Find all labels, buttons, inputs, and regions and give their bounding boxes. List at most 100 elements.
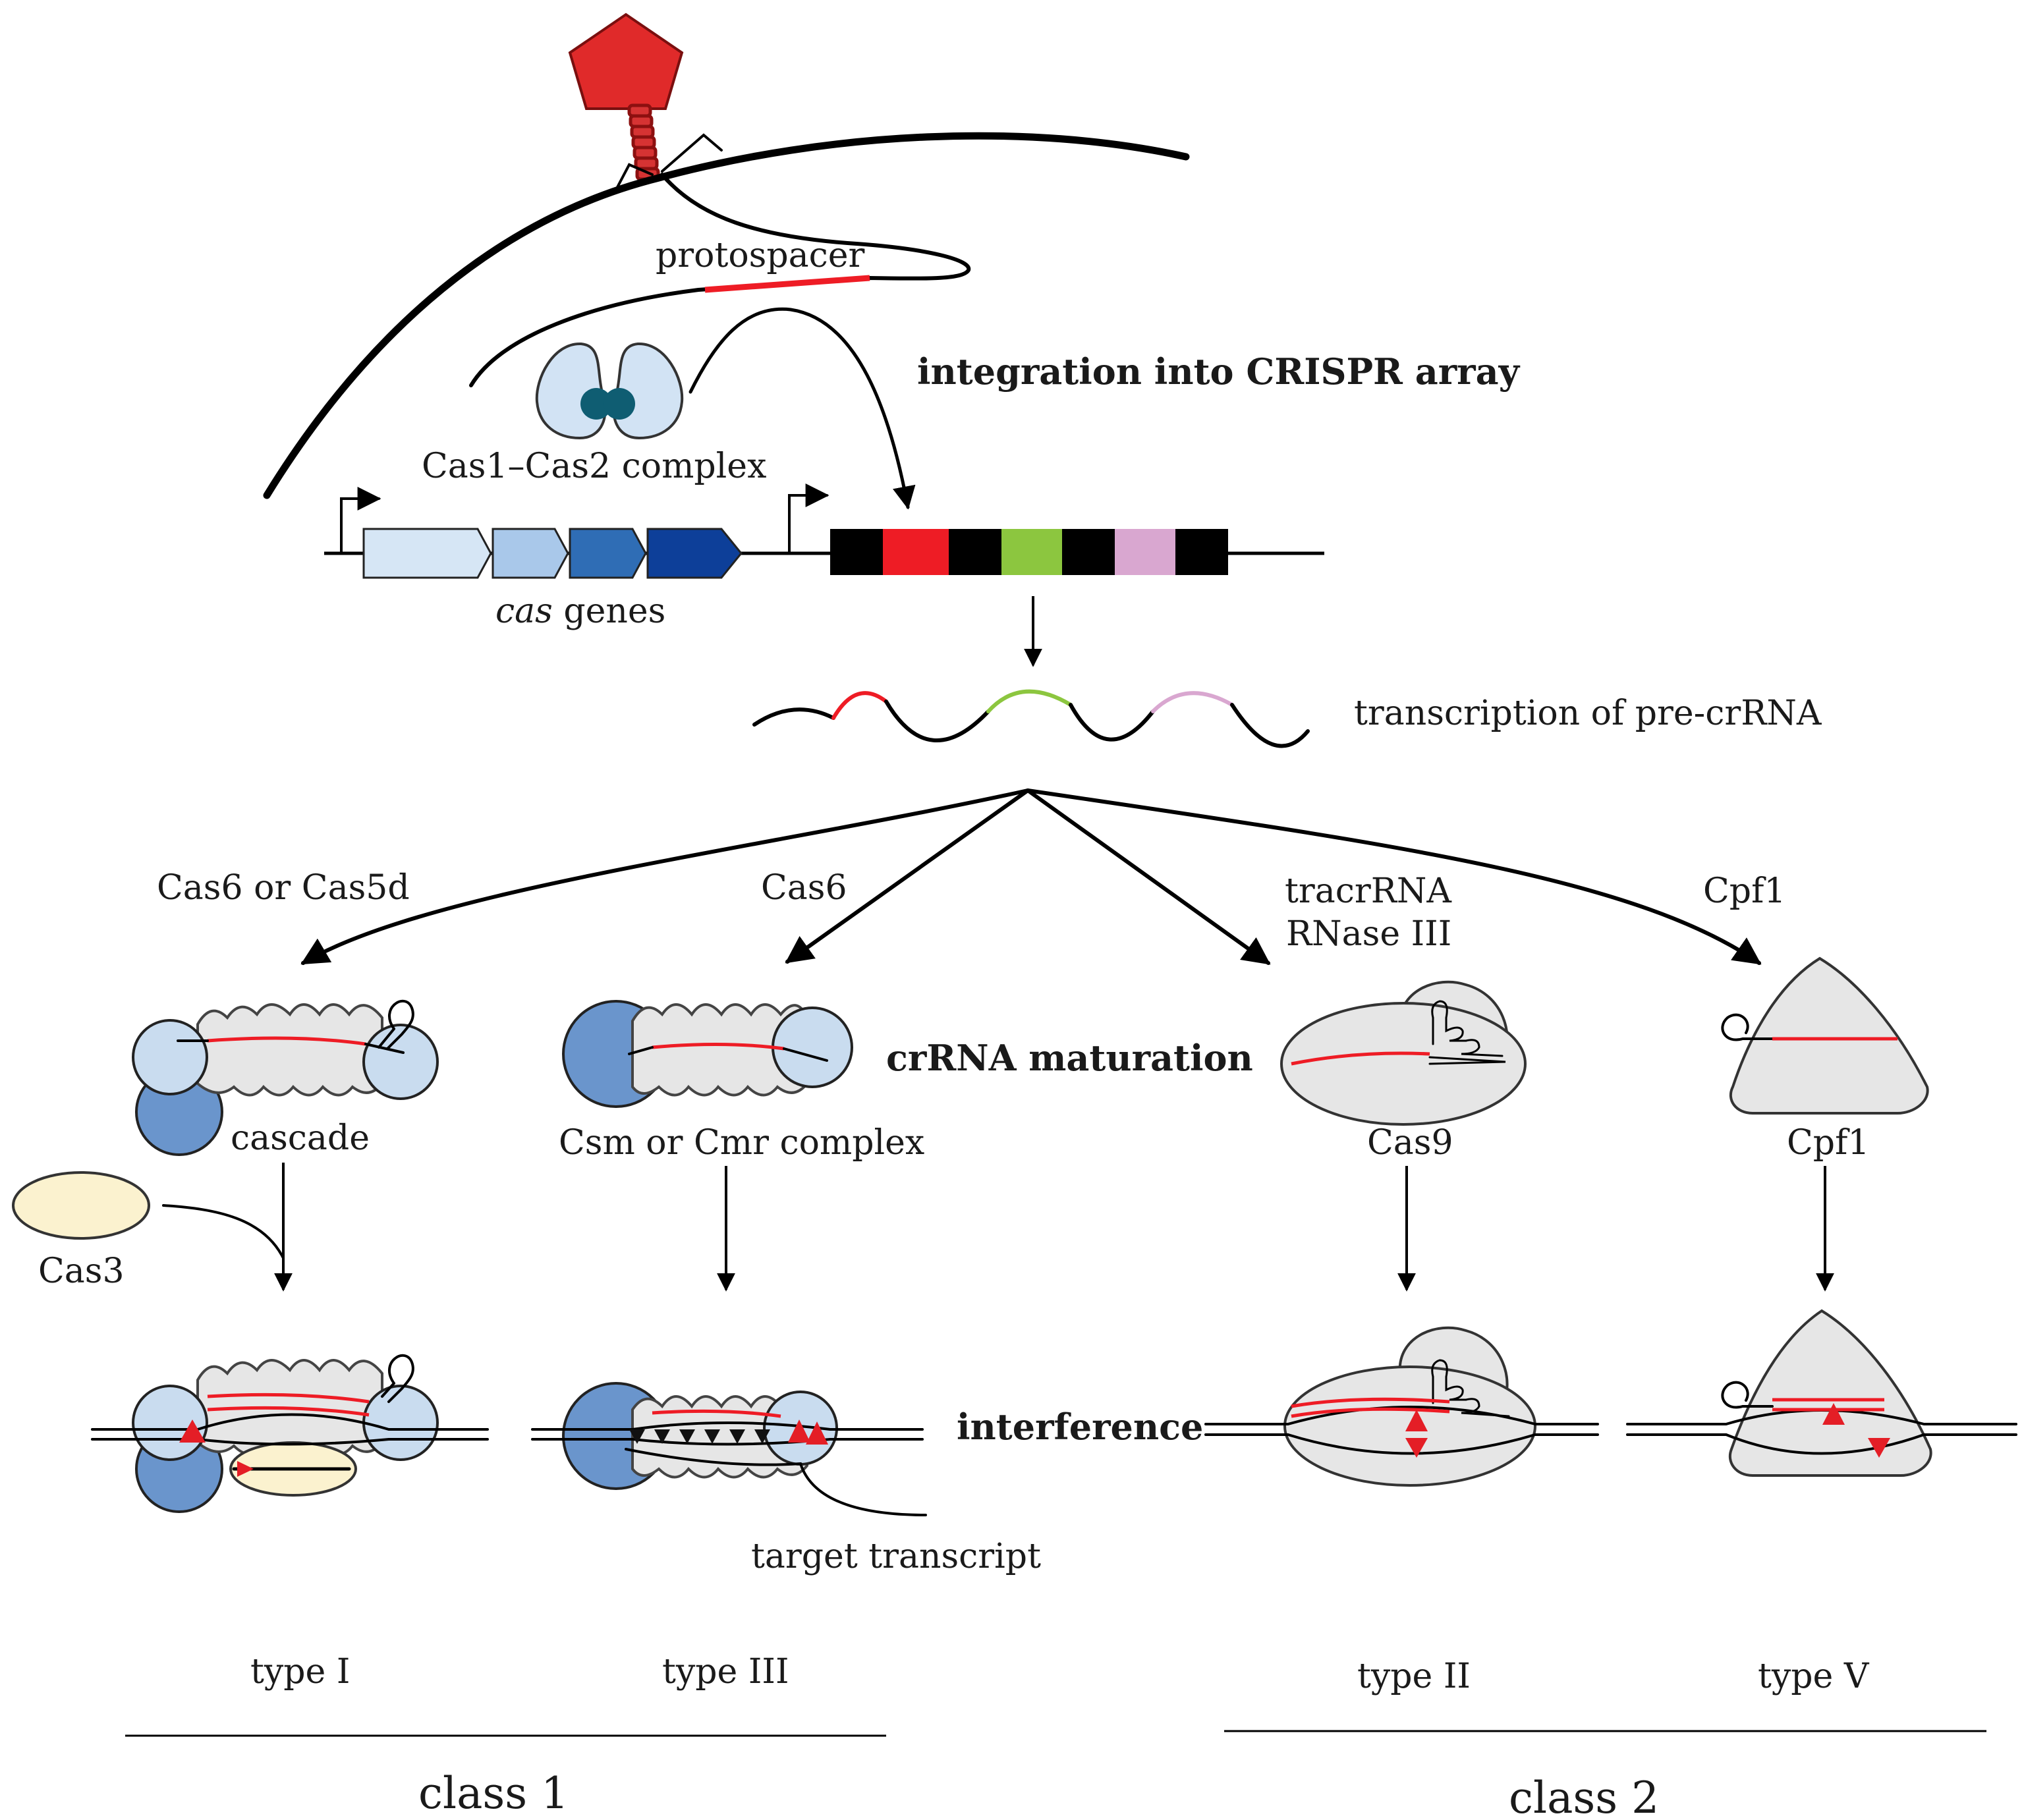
csm-cmr-crrna-ends xyxy=(628,1046,828,1062)
cas1-cas2-complex xyxy=(535,342,684,440)
processing-label-type-v: Cpf1 xyxy=(1703,871,1785,911)
cascade-crrna-ends xyxy=(177,1039,405,1054)
interference-label: interference xyxy=(957,1406,1203,1448)
protospacer-segment xyxy=(704,275,870,293)
csm-cmr-crrna xyxy=(652,1042,785,1051)
cascade-hairpin xyxy=(381,1354,414,1403)
cas-gene-3 xyxy=(569,528,647,579)
cas3-label: Cas3 xyxy=(38,1252,125,1291)
cas-gene-1 xyxy=(362,528,492,579)
cas9-crrna xyxy=(1291,1397,1450,1418)
transcription-label: transcription of pre-crRNA xyxy=(1354,694,1822,733)
cas-genes xyxy=(362,528,743,579)
crispr-repeat xyxy=(949,529,1001,575)
integration-arrow xyxy=(689,307,916,510)
target-transcript-label: target transcript xyxy=(751,1537,1041,1576)
cascade-hairpin xyxy=(378,999,414,1050)
cell-membrane xyxy=(263,132,1190,499)
branch-arrow-type-iii xyxy=(785,788,1030,964)
processing-label-type-iii: Cas6 xyxy=(761,868,847,908)
cpf1-crrna-handle xyxy=(1721,1381,1774,1409)
csm-cmr-right-subunit xyxy=(772,1007,853,1088)
cascade-label: cascade xyxy=(231,1118,370,1158)
cascade-complex xyxy=(132,999,439,1156)
phage xyxy=(568,13,723,191)
cas9-nuc-lobe xyxy=(1280,1002,1527,1126)
rna-cleavage-sites xyxy=(629,1429,770,1444)
csm-cmr-interference xyxy=(531,1382,927,1516)
crispr-spacer-pink xyxy=(1115,529,1175,575)
processing-label-type-ii-a: tracrRNA xyxy=(1285,871,1452,911)
class-2-label: class 2 xyxy=(1509,1773,1659,1820)
cas3-cleavage-icon xyxy=(237,1461,254,1477)
cascade-right-subunit xyxy=(362,1385,439,1461)
phage-head xyxy=(568,13,684,110)
processing-label-type-i: Cas6 or Cas5d xyxy=(157,868,410,908)
csm-cmr-crrna xyxy=(652,1409,781,1418)
pre-crrna xyxy=(752,689,1310,748)
crispr-repeat xyxy=(830,529,883,575)
cas-gene-4 xyxy=(646,528,743,579)
cas-gene-2 xyxy=(492,528,569,579)
cleavage-site-icon xyxy=(1868,1438,1890,1458)
injected-dna xyxy=(469,173,971,387)
target-transcript-rna xyxy=(625,1448,927,1516)
cas9-tracrrna xyxy=(1431,1359,1510,1418)
cas-genes-label: cas genes xyxy=(495,592,665,631)
dna-duplex xyxy=(1204,1406,1599,1455)
cas9-label: Cas9 xyxy=(1367,1123,1453,1163)
cascade-interference xyxy=(91,1354,489,1513)
type-iii-label: type III xyxy=(662,1652,789,1692)
type-ii-label: type II xyxy=(1357,1657,1471,1696)
cas9-complex xyxy=(1280,980,1527,1126)
cpf1-crrna xyxy=(1772,1398,1884,1412)
cpf1-crrna-handle xyxy=(1721,1013,1774,1041)
csm-cmr-complex xyxy=(562,1000,853,1108)
cpf1-complex xyxy=(1721,956,1929,1115)
cpf1-interference xyxy=(1626,1309,2017,1477)
branch-arrows xyxy=(300,788,1762,965)
cas1-cas2-label: Cas1–Cas2 complex xyxy=(422,447,766,486)
dna-duplex-top xyxy=(91,1413,489,1446)
crispr-repeat xyxy=(1062,529,1115,575)
promoter-2 xyxy=(788,483,829,555)
cascade-backbone xyxy=(196,1003,383,1097)
cascade-left-subunit xyxy=(132,1019,208,1095)
dna-cleavage-site-icon xyxy=(806,1421,828,1445)
cascade-crrna xyxy=(207,1036,366,1046)
cas9-tracrrna xyxy=(1428,1000,1506,1065)
cpf1-complex-label: Cpf1 xyxy=(1787,1123,1869,1163)
cas3-recruit-line xyxy=(162,1204,285,1259)
cas2-core-left xyxy=(580,388,612,420)
crispr-spacer-red xyxy=(883,529,949,575)
cpf1-body xyxy=(1729,956,1929,1115)
cleavage-site-icon xyxy=(179,1420,206,1443)
cpf1-body xyxy=(1728,1309,1932,1477)
cas2-core-right xyxy=(604,388,635,420)
type-i-label: type I xyxy=(250,1652,350,1692)
branch-arrow-type-ii xyxy=(1026,788,1271,965)
crrna-maturation-label: crRNA maturation xyxy=(886,1037,1253,1079)
branch-arrow-type-i xyxy=(300,788,1030,965)
protospacer-label: protospacer xyxy=(656,236,865,275)
processing-label-type-ii-b: RNase III xyxy=(1286,914,1451,954)
dna-cleavage-site-icon xyxy=(788,1420,810,1443)
class-1-label: class 1 xyxy=(418,1768,569,1819)
cas3-protein xyxy=(12,1171,150,1240)
csm-cmr-label: Csm or Cmr complex xyxy=(559,1123,924,1163)
cascade-left-subunit xyxy=(132,1385,208,1461)
ruvc-cleavage-icon xyxy=(1405,1438,1428,1458)
integration-label: integration into CRISPR array xyxy=(917,350,1521,393)
branch-arrow-type-v xyxy=(1026,788,1762,965)
type-v-label: type V xyxy=(1758,1657,1870,1696)
crispr-repeat xyxy=(1175,529,1228,575)
phage-tail xyxy=(627,103,660,181)
cas9-interference xyxy=(1204,1326,1599,1487)
crispr-spacer-green xyxy=(1001,529,1062,575)
cleavage-site-icon xyxy=(1822,1403,1845,1425)
hnh-cleavage-icon xyxy=(1405,1410,1428,1431)
cas9-crrna xyxy=(1291,1051,1430,1066)
crispr-array xyxy=(830,529,1228,575)
promoter-1 xyxy=(340,487,381,555)
phage-tail-fibers xyxy=(615,133,723,191)
